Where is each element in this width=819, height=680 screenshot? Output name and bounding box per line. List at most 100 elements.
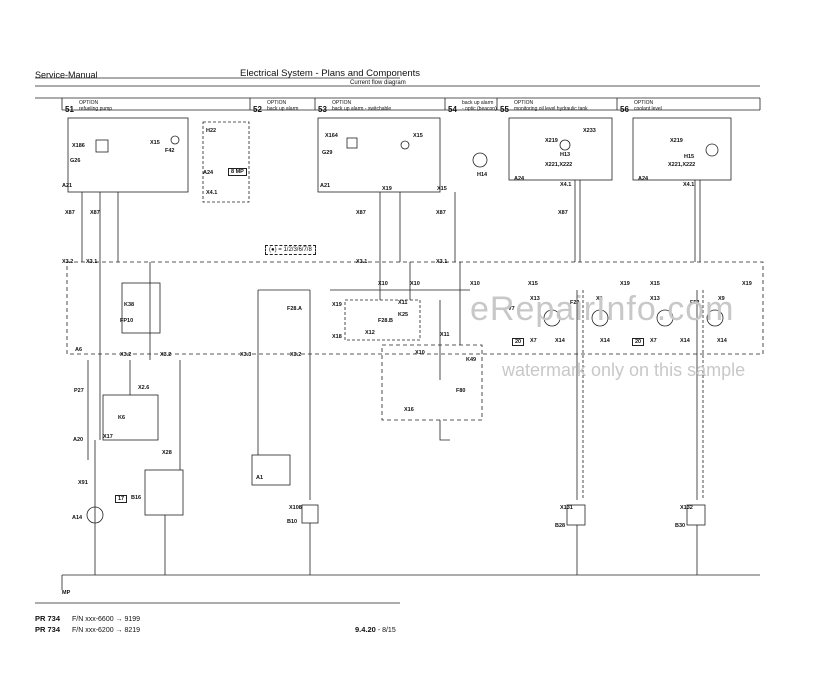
column-text: OPTION coolant level [634, 100, 662, 112]
column-number: 51 [65, 105, 74, 114]
label-x10: X10 [415, 350, 425, 356]
column-text: OPTION back up alarm [267, 100, 299, 112]
watermark: eRepairInfo.com [470, 290, 735, 328]
label-x7: X7 [530, 338, 537, 344]
label-a6: A6 [75, 347, 83, 353]
label-x19: X19 [620, 281, 630, 287]
column-number: 52 [253, 105, 262, 114]
label-x31: X3.1 [356, 259, 368, 265]
label-x87: X87 [436, 210, 446, 216]
label-a20: A20 [73, 437, 84, 443]
label-a21: A21 [62, 183, 73, 189]
label-x15: X15 [650, 281, 660, 287]
label-x7: X7 [650, 338, 657, 344]
label-g26: G26 [70, 158, 81, 164]
label-x11: X11 [440, 332, 450, 338]
label-b30: B30 [675, 523, 686, 529]
manual-label: Service-Manual [35, 70, 98, 80]
label-x31: X3.1 [86, 259, 98, 265]
label-a24: A24 [638, 176, 649, 182]
label-g29: G29 [322, 150, 333, 156]
label-x15: X15 [437, 186, 447, 192]
label-k49: K49 [466, 357, 477, 363]
label-x19: X19 [742, 281, 752, 287]
label-x233: X233 [583, 128, 596, 134]
label-x9: X9 [718, 296, 725, 302]
column-text: OPTION back up alarm - switchable [332, 100, 392, 112]
page-of: - 8/15 [377, 627, 396, 634]
fn-range: F/N xxx-6200 → 8219 [71, 627, 141, 634]
label-a24: A24 [514, 176, 525, 182]
label-mp: MP [62, 590, 71, 596]
column-number: 54 [448, 105, 457, 114]
label-x41: X4.1 [206, 190, 218, 196]
label-x10: X10 [470, 281, 480, 287]
label-x28: X28 [162, 450, 172, 456]
label-f28b: F28.B [378, 318, 393, 324]
column-55: 55 OPTION monitoring oil level hydraulic… [500, 99, 588, 117]
label-b28: B28 [555, 523, 566, 529]
label-x14: X14 [717, 338, 727, 344]
label-x14: X14 [555, 338, 565, 344]
label-x131: X131 [560, 505, 573, 511]
footer-row-1: PR 734 F/N xxx-6600 → 9199 [35, 614, 140, 623]
label-x221: X221,X222 [668, 162, 696, 168]
label-x16: X16 [404, 407, 414, 413]
label-x87: X87 [90, 210, 100, 216]
page-title: Electrical System - Plans and Components [240, 68, 421, 79]
label-x41: X4.1 [560, 182, 572, 188]
column-text: back up alarm - optic (beacon) [462, 100, 497, 112]
label-b10: B10 [287, 519, 298, 525]
label-x32: X3.2 [120, 352, 132, 358]
label-x32: X3.2 [290, 352, 302, 358]
label-a24: A24 [203, 170, 214, 176]
label-fp10: FP10 [120, 318, 134, 324]
label-mp8: 8 MP [228, 168, 247, 176]
label-x13: X13 [530, 296, 540, 302]
label-x15: X15 [413, 133, 423, 139]
page-number: 9.4.20 - 8/15 [355, 625, 396, 634]
column-54: 54 back up alarm - optic (beacon) [448, 99, 497, 117]
label-x87: X87 [356, 210, 366, 216]
label-h15: H15 [684, 154, 695, 160]
label-x91: X91 [78, 480, 88, 486]
label-x10: X10 [410, 281, 420, 287]
label-x108: X108 [289, 505, 302, 511]
label-x219: X219 [670, 138, 683, 144]
label-x17: X17 [103, 434, 113, 440]
label-x12: X12 [365, 330, 375, 336]
watermark-note: watermark only on this sample [502, 360, 746, 380]
label-x26: X2.6 [138, 385, 150, 391]
label-x219: X219 [545, 138, 558, 144]
label-x9: X9 [596, 296, 603, 302]
label-h22: H22 [206, 128, 217, 134]
label-p27: P27 [74, 388, 84, 394]
column-text: OPTION refueling pump [79, 100, 113, 112]
label-h13: H13 [560, 152, 571, 158]
label-x15: X15 [150, 140, 160, 146]
column-53: 53 OPTION back up alarm - switchable [318, 99, 391, 117]
label-v7: V7 [508, 306, 515, 312]
model-label: PR 734 [35, 614, 61, 623]
label-b16: B16 [131, 495, 142, 501]
label-f42: F42 [165, 148, 175, 154]
label-k25: K25 [398, 312, 409, 318]
label-x87: X87 [65, 210, 75, 216]
label-x14: X14 [600, 338, 610, 344]
label-x31: X3.1 [436, 259, 448, 265]
label-x13: X13 [650, 296, 660, 302]
label-x14: X14 [680, 338, 690, 344]
label-20: 20 [512, 338, 525, 346]
column-number: 56 [620, 105, 629, 114]
label-a21: A21 [320, 183, 331, 189]
label-x32: X3.2 [160, 352, 172, 358]
formula-note: (●) = 1/2/3/6/7/8 [265, 245, 316, 255]
fn-range: F/N xxx-6600 → 9199 [71, 616, 141, 623]
label-x164: X164 [325, 133, 338, 139]
label-x41: X4.1 [683, 182, 695, 188]
label-x18: X18 [332, 334, 342, 340]
model-label: PR 734 [35, 625, 61, 634]
page-subtitle: Current flow diagram [350, 80, 406, 86]
column-51: 51 OPTION refueling pump [65, 99, 112, 117]
label-f80: F80 [456, 388, 466, 394]
